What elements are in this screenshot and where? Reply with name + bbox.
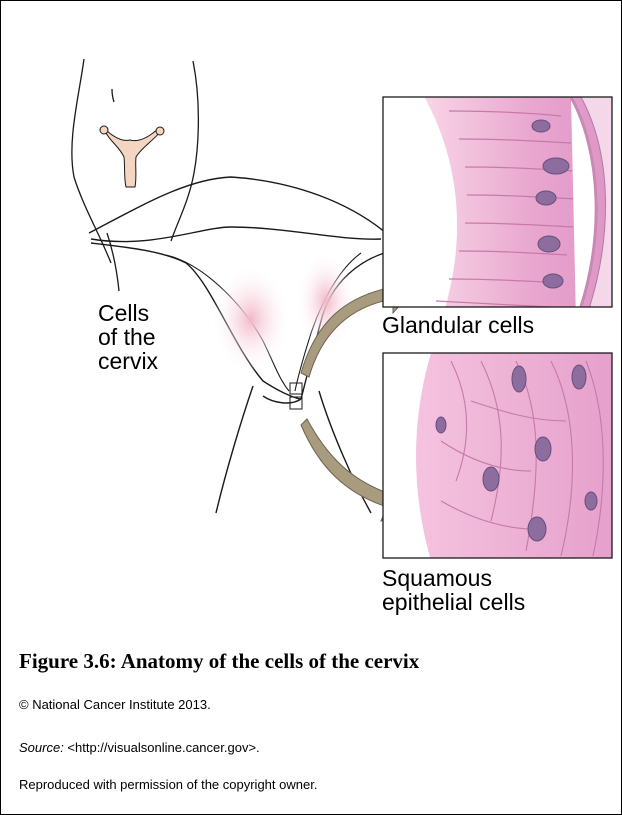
pink-tissue-left xyxy=(211,264,291,374)
squamous-cells-panel xyxy=(383,353,621,561)
source-note: Source: <http://visualsonline.cancer.gov… xyxy=(19,740,260,755)
uterus-small-icon xyxy=(100,126,164,187)
glandular-cells-panel xyxy=(383,91,621,321)
glandular-cells-label: Glandular cells xyxy=(382,313,534,337)
cervix-cells-label-line-2: of the xyxy=(98,325,158,349)
squamous-cells-label: Squamous epithelial cells xyxy=(382,566,525,614)
figure-caption: Figure 3.6: Anatomy of the cells of the … xyxy=(19,649,419,674)
cervix-cells-label-line-1: Cells xyxy=(98,301,158,325)
source-url: <http://visualsonline.cancer.gov>. xyxy=(64,740,260,755)
copyright-note: © National Cancer Institute 2013. xyxy=(19,697,211,712)
source-prefix: Source: xyxy=(19,740,64,755)
squamous-label-line-1: Squamous xyxy=(382,566,525,590)
cervix-cells-label-line-3: cervix xyxy=(98,349,158,373)
cervix-cells-label: Cells of the cervix xyxy=(98,301,158,373)
squamous-label-line-2: epithelial cells xyxy=(382,590,525,614)
permission-note: Reproduced with permission of the copyri… xyxy=(19,777,317,792)
